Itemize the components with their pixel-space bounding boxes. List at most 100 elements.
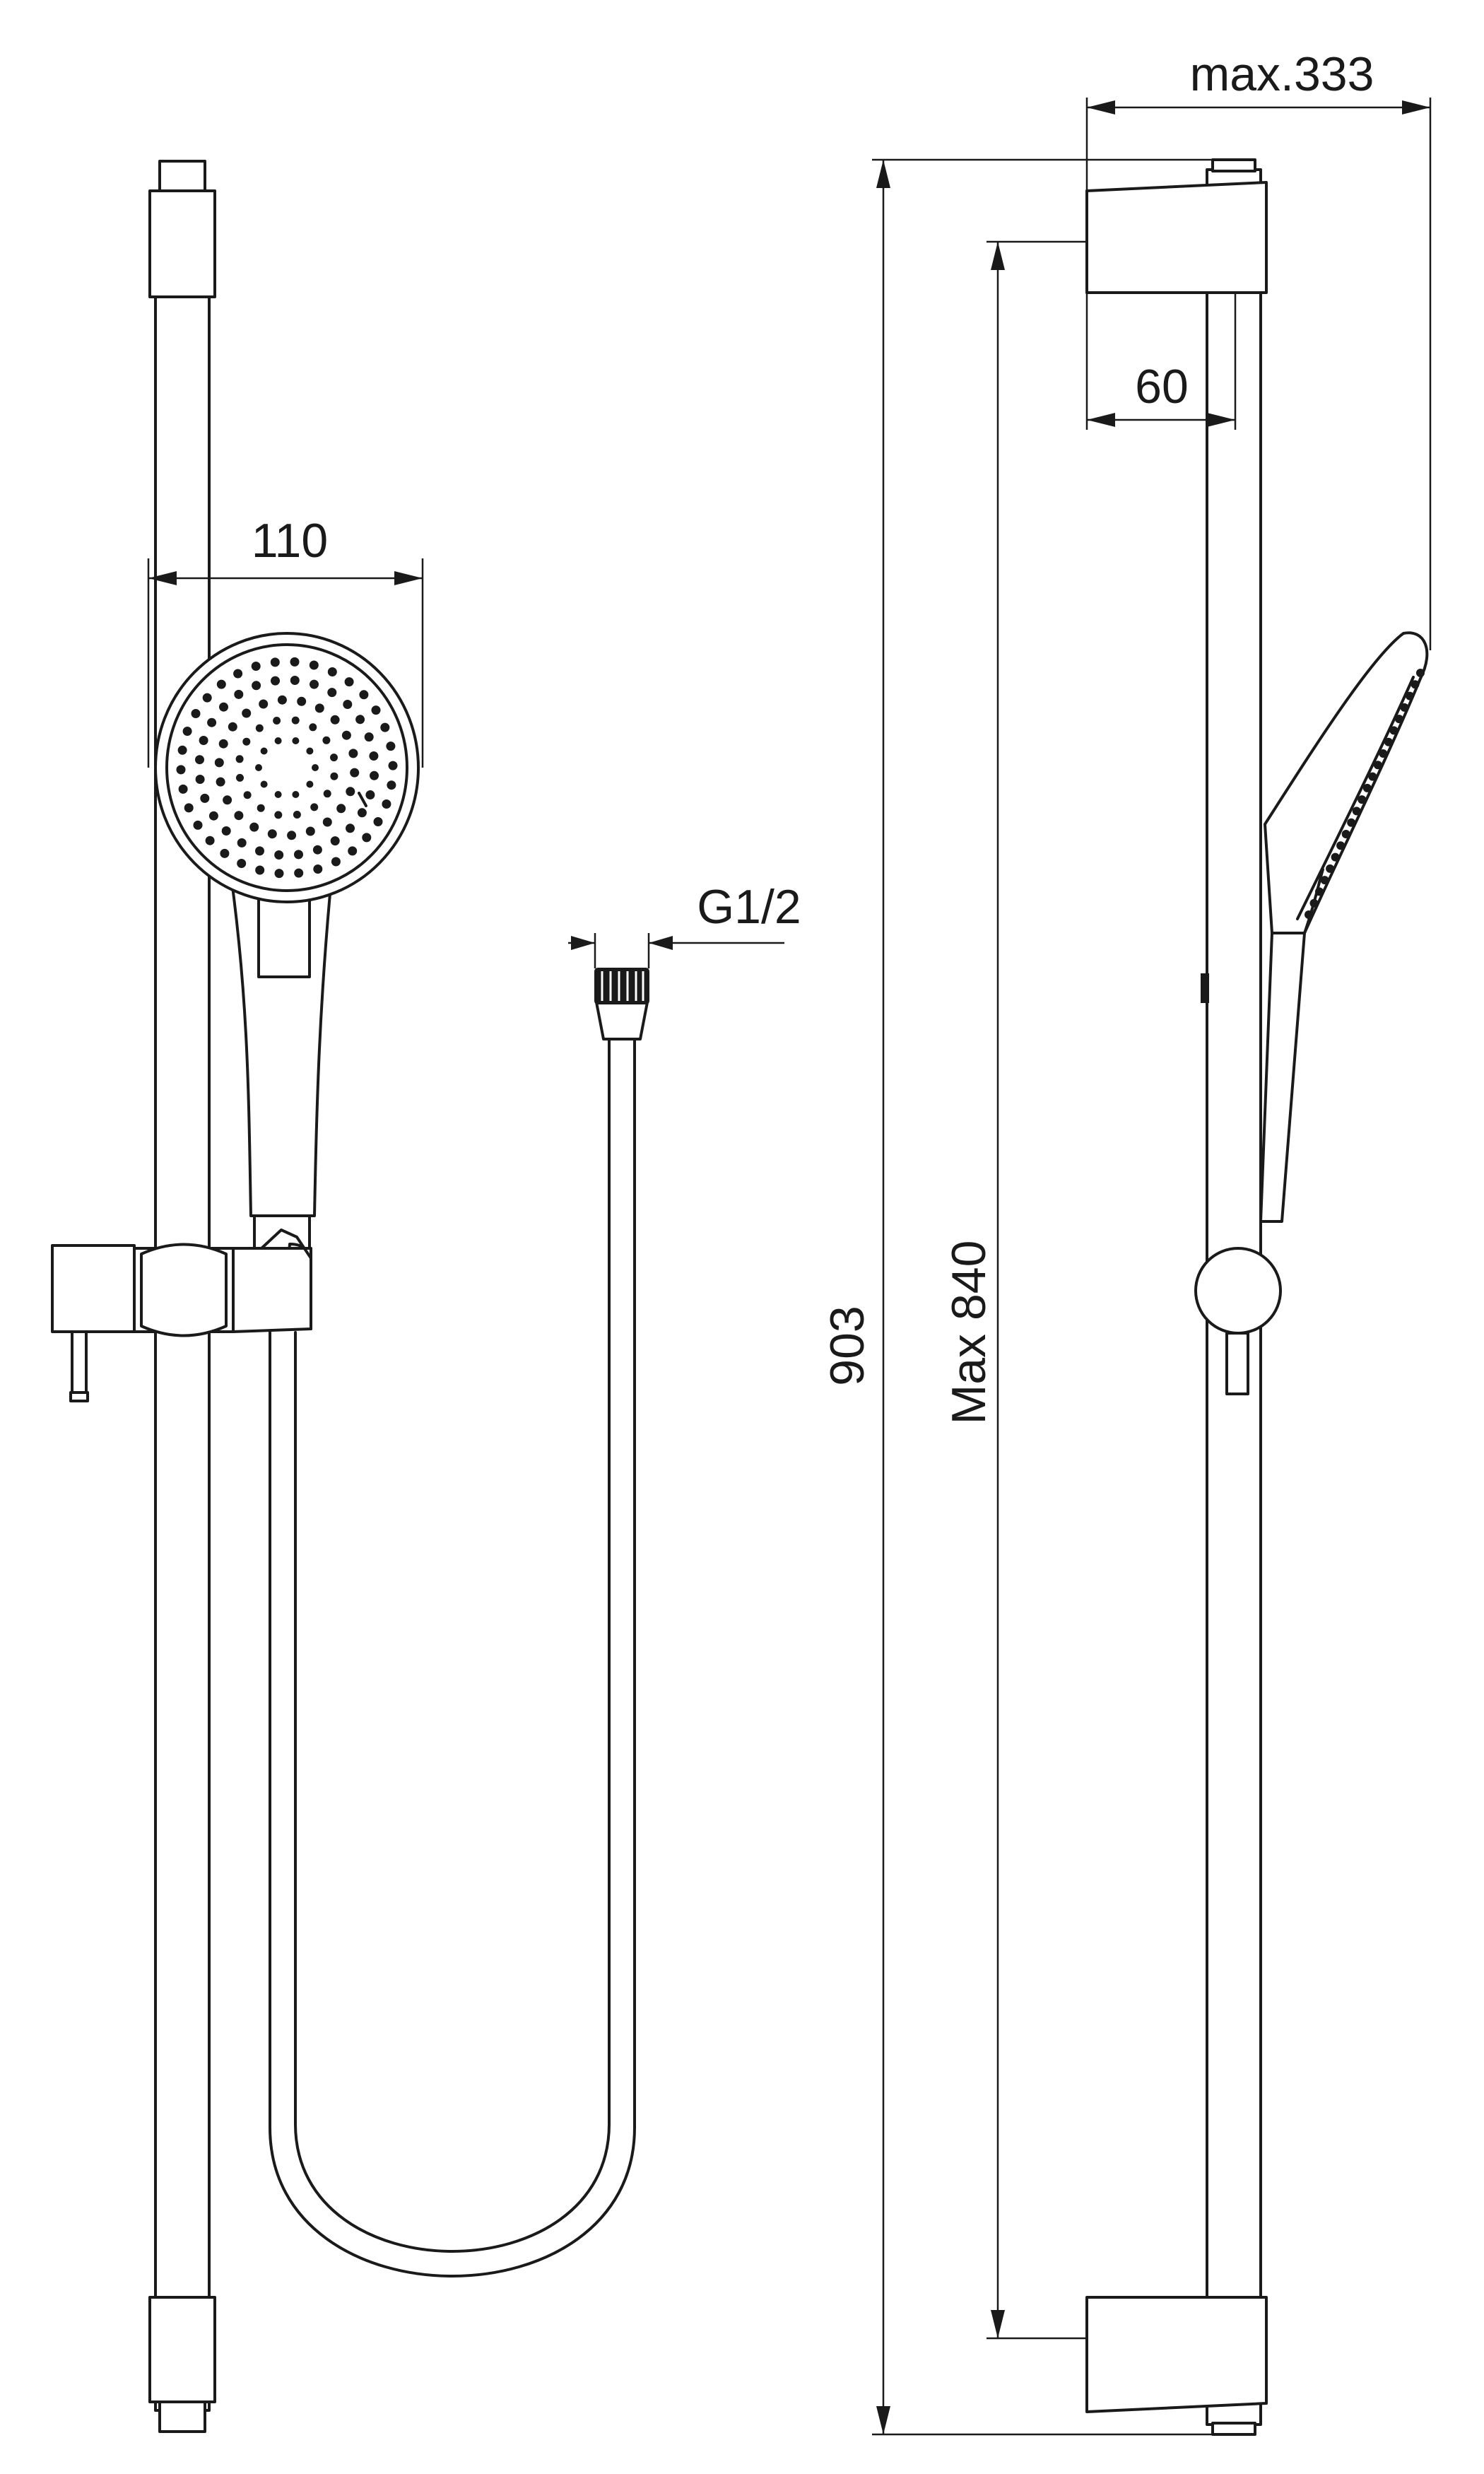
spray-nozzle — [357, 808, 367, 818]
head-outer-ring — [154, 632, 420, 903]
spray-nozzle — [274, 811, 283, 819]
spray-nozzle — [330, 715, 340, 725]
side-spray-nozzle — [1362, 783, 1372, 792]
spray-nozzle — [234, 811, 244, 821]
spray-nozzle — [336, 804, 346, 814]
side-spray-nozzle — [1368, 772, 1377, 781]
dim-label-110: 110 — [252, 514, 328, 568]
spray-nozzle — [221, 826, 231, 836]
spray-nozzle — [255, 764, 262, 771]
side-spray-nozzle — [1373, 761, 1382, 770]
side-spray-nozzle — [1309, 898, 1319, 908]
side-spray-nozzle — [1400, 703, 1409, 712]
spray-nozzle — [346, 823, 355, 833]
spray-nozzle — [208, 811, 218, 821]
spray-nozzle — [236, 773, 244, 782]
spray-nozzle — [309, 660, 319, 670]
spray-nozzle — [228, 722, 237, 732]
spray-nozzle — [306, 747, 314, 755]
slider-lever-pin — [71, 1330, 88, 1397]
spray-nozzle — [373, 817, 383, 826]
spray-nozzle — [387, 780, 396, 790]
slider-shower-cradle — [232, 1247, 312, 1333]
top-end-plug — [158, 160, 206, 192]
side-spray-nozzle — [1389, 726, 1398, 735]
spray-nozzle — [214, 758, 224, 768]
spray-nozzle — [235, 755, 244, 763]
spray-nozzle — [259, 699, 269, 709]
spray-nozzle — [202, 693, 212, 703]
side-head-body — [1264, 631, 1429, 934]
spray-nozzle — [330, 772, 338, 780]
spray-nozzle — [346, 787, 355, 797]
spray-nozzle — [350, 768, 360, 778]
spray-nozzle — [255, 724, 264, 732]
slider-stop-mark — [1201, 973, 1209, 1003]
spray-nozzle — [233, 669, 243, 679]
head-inner-ring — [165, 643, 408, 892]
side-spray-nozzle — [1406, 691, 1414, 700]
hand-shower-head — [154, 632, 420, 903]
spray-nozzle — [322, 736, 331, 744]
front-slider — [51, 1229, 312, 1402]
spray-nozzle — [364, 732, 374, 742]
side-handle-lower — [1259, 932, 1306, 1223]
spray-nozzle — [313, 864, 323, 874]
spray-nozzle — [195, 775, 205, 784]
dim-g12: G1/2 — [568, 880, 801, 968]
side-spray-nozzle — [1379, 749, 1388, 758]
dim-label-g12: G1/2 — [697, 880, 801, 934]
side-spray-nozzle — [1326, 864, 1335, 873]
spray-nozzle — [191, 709, 201, 718]
spray-nozzle — [216, 679, 226, 689]
spray-nozzle — [341, 730, 351, 740]
spray-nozzle — [205, 836, 215, 845]
spray-nozzle — [344, 677, 354, 687]
spray-nozzle — [176, 765, 186, 775]
dim-label-60: 60 — [1135, 360, 1189, 414]
spray-nozzle — [274, 737, 282, 744]
spray-nozzle — [243, 791, 252, 799]
slider-lever-pin-tip — [69, 1391, 89, 1402]
spray-nozzle — [362, 833, 372, 843]
spray-nozzle — [260, 747, 268, 755]
top-wall-bracket — [1085, 181, 1268, 294]
spray-nozzle — [290, 676, 300, 685]
spray-nozzle — [290, 657, 300, 667]
spray-nozzle — [297, 696, 307, 706]
side-spray-nozzle — [1331, 852, 1340, 862]
spray-nozzle — [293, 811, 301, 819]
spray-nozzle — [348, 749, 358, 758]
spray-nozzle — [359, 690, 369, 700]
spray-nozzle — [292, 791, 300, 798]
spray-nozzle — [255, 846, 264, 856]
spray-nozzle — [242, 708, 252, 718]
spray-nozzle — [310, 679, 319, 689]
side-top-plug — [1211, 158, 1256, 172]
front-hose — [269, 968, 649, 2277]
spray-nozzle — [219, 702, 228, 712]
side-spray-nozzle — [1384, 737, 1393, 746]
hose-outer-edge — [269, 1038, 636, 2277]
spray-nozzle — [223, 795, 232, 805]
slider-collar — [140, 1243, 228, 1337]
side-spray-nozzle — [1305, 910, 1313, 919]
spray-nozzle — [330, 754, 338, 762]
spray-nozzle — [242, 737, 251, 746]
side-spray-nozzle — [1336, 841, 1345, 850]
side-spray-nozzles — [1305, 669, 1425, 919]
hose-inner-edge — [294, 1038, 611, 2253]
side-spray-nozzle — [1320, 876, 1329, 885]
slider-lever-block — [51, 1244, 136, 1333]
spray-nozzle — [178, 784, 188, 794]
spray-nozzle — [237, 838, 247, 848]
side-spray-nozzle — [1416, 669, 1425, 677]
side-spray-nozzle — [1411, 680, 1420, 689]
spray-nozzle — [306, 780, 314, 788]
spray-nozzle — [177, 745, 187, 755]
spray-nozzle — [184, 803, 194, 813]
side-spray-nozzle — [1315, 887, 1324, 896]
spray-nozzle — [182, 727, 192, 736]
spray-nozzle — [255, 865, 265, 875]
